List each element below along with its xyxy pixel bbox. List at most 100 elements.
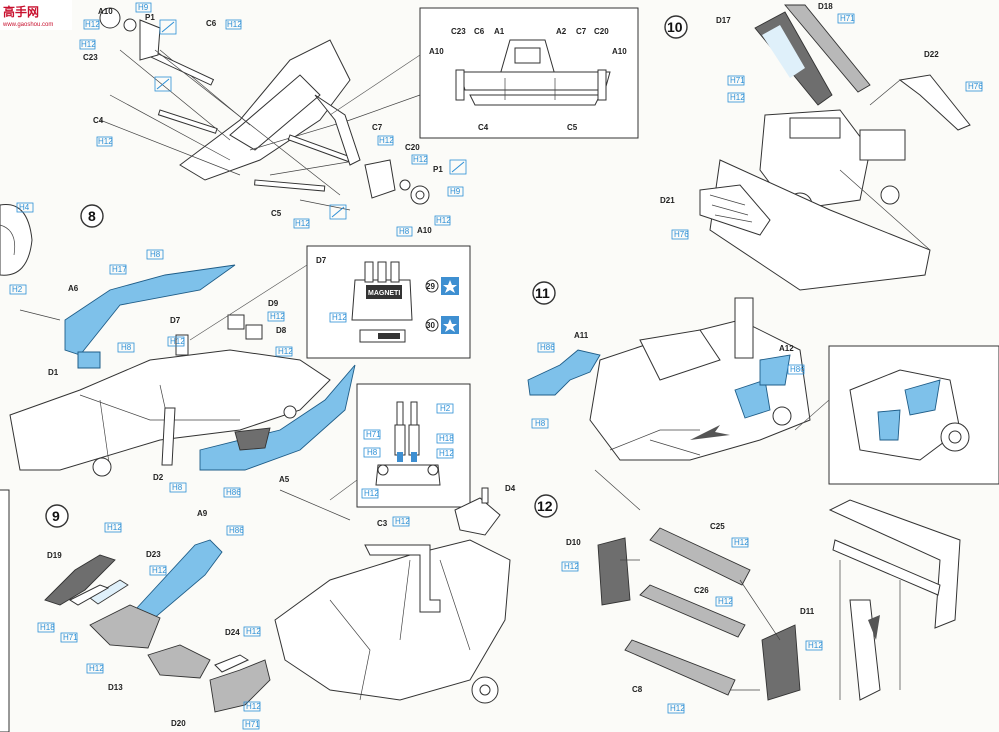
svg-text:30: 30 bbox=[426, 321, 435, 330]
svg-text:D19: D19 bbox=[47, 551, 62, 560]
svg-text:H86: H86 bbox=[540, 343, 555, 352]
svg-text:H4: H4 bbox=[19, 203, 30, 212]
svg-text:A9: A9 bbox=[197, 509, 208, 518]
label-C5: C5 bbox=[271, 209, 282, 218]
svg-text:H12: H12 bbox=[278, 347, 293, 356]
svg-text:D4: D4 bbox=[505, 484, 516, 493]
rear-detail-drawing bbox=[849, 369, 970, 461]
svg-text:H12: H12 bbox=[152, 566, 167, 575]
svg-text:H76: H76 bbox=[968, 82, 983, 91]
svg-text:H12: H12 bbox=[107, 523, 122, 532]
svg-text:D13: D13 bbox=[108, 683, 123, 692]
svg-text:H76: H76 bbox=[674, 230, 689, 239]
svg-text:H12: H12 bbox=[564, 562, 579, 571]
watermark-logo: 高手网 www.gaoshou.com bbox=[0, 0, 72, 30]
label-C20: C20 bbox=[405, 143, 420, 152]
svg-text:H71: H71 bbox=[840, 14, 855, 23]
step-8-number: 8 bbox=[88, 208, 96, 224]
logo-text: 高手网 bbox=[3, 4, 39, 19]
left-edge-panel bbox=[0, 489, 10, 732]
step-12-circle bbox=[534, 494, 558, 518]
star-icon-2 bbox=[443, 319, 457, 332]
logo-site: www.gaoshou.com bbox=[2, 22, 53, 28]
svg-text:H12: H12 bbox=[85, 20, 100, 29]
svg-text:H12: H12 bbox=[670, 704, 685, 713]
color-callouts-shocks: H2 H71 H18 H8 H12 H12 bbox=[361, 403, 454, 499]
svg-text:A2: A2 bbox=[556, 27, 567, 36]
svg-text:C7: C7 bbox=[576, 27, 587, 36]
step-9-circle bbox=[45, 504, 69, 528]
label-C6: C6 bbox=[206, 19, 217, 28]
svg-text:H12: H12 bbox=[246, 702, 261, 711]
step-8-circle bbox=[80, 204, 104, 228]
svg-text:H12: H12 bbox=[98, 137, 113, 146]
svg-text:C6: C6 bbox=[474, 27, 485, 36]
svg-text:C26: C26 bbox=[694, 586, 709, 595]
svg-text:H8: H8 bbox=[535, 419, 546, 428]
svg-text:C25: C25 bbox=[710, 522, 725, 531]
svg-text:C5: C5 bbox=[567, 123, 578, 132]
color-callouts-step-12: H12 H12 H12 H12 H12 bbox=[561, 537, 823, 714]
step-10-circle bbox=[664, 15, 688, 39]
step-10-number: 10 bbox=[667, 19, 683, 35]
svg-text:C3: C3 bbox=[377, 519, 388, 528]
svg-text:H8: H8 bbox=[399, 227, 410, 236]
svg-text:H8: H8 bbox=[150, 250, 161, 259]
svg-text:H12: H12 bbox=[246, 627, 261, 636]
svg-text:H12: H12 bbox=[270, 312, 285, 321]
svg-text:H71: H71 bbox=[245, 720, 260, 729]
svg-text:H9: H9 bbox=[450, 187, 461, 196]
color-callouts-step-9: H12 H86 H12 H18 H71 H12 H12 H12 H71 bbox=[37, 522, 261, 730]
svg-text:D23: D23 bbox=[146, 550, 161, 559]
svg-text:H2: H2 bbox=[12, 285, 23, 294]
step-12-wing-parts bbox=[597, 527, 801, 701]
svg-text:A10: A10 bbox=[429, 47, 444, 56]
svg-text:H12: H12 bbox=[718, 597, 733, 606]
svg-text:D24: D24 bbox=[225, 628, 240, 637]
step-11-number: 11 bbox=[535, 285, 550, 301]
svg-text:H12: H12 bbox=[413, 155, 428, 164]
ignition-box-drawing: MAGNETI bbox=[351, 261, 413, 343]
svg-text:H71: H71 bbox=[730, 76, 745, 85]
step-9-drawing bbox=[44, 539, 271, 713]
svg-text:H8: H8 bbox=[367, 448, 378, 457]
svg-text:D9: D9 bbox=[268, 299, 279, 308]
svg-text:H12: H12 bbox=[436, 216, 451, 225]
label-A10-right: A10 bbox=[417, 226, 432, 235]
label-C23: C23 bbox=[83, 53, 98, 62]
svg-text:H9: H9 bbox=[138, 3, 149, 12]
star-icon bbox=[443, 280, 457, 293]
svg-text:H12: H12 bbox=[89, 664, 104, 673]
front-suspension-drawing bbox=[99, 7, 430, 211]
svg-text:H18: H18 bbox=[439, 434, 454, 443]
svg-text:H8: H8 bbox=[172, 483, 183, 492]
svg-text:A12: A12 bbox=[779, 344, 794, 353]
label-P1: P1 bbox=[145, 13, 155, 22]
svg-text:H12: H12 bbox=[227, 20, 242, 29]
svg-text:H12: H12 bbox=[170, 337, 185, 346]
svg-text:D10: D10 bbox=[566, 538, 581, 547]
step-10-engine-drawing bbox=[699, 4, 971, 291]
label-P1-right: P1 bbox=[433, 165, 443, 174]
front-view-drawing bbox=[455, 39, 611, 106]
svg-text:A11: A11 bbox=[574, 331, 589, 340]
svg-text:A1: A1 bbox=[494, 27, 505, 36]
svg-text:D17: D17 bbox=[716, 16, 731, 25]
color-callouts-top-left: H9 H12 H12 H12 H12 H12 H12 H9 H12 H8 H12 bbox=[79, 2, 467, 237]
svg-text:C20: C20 bbox=[594, 27, 609, 36]
rear-body-drawing bbox=[274, 487, 511, 704]
svg-text:D7: D7 bbox=[316, 256, 327, 265]
svg-text:H12: H12 bbox=[295, 219, 310, 228]
svg-text:C4: C4 bbox=[478, 123, 489, 132]
svg-text:H12: H12 bbox=[81, 40, 96, 49]
svg-text:29: 29 bbox=[426, 282, 435, 291]
svg-text:D7: D7 bbox=[170, 316, 181, 325]
step-8-body-drawing bbox=[9, 264, 356, 477]
svg-text:H71: H71 bbox=[366, 430, 381, 439]
shock-absorbers-drawing bbox=[375, 401, 441, 486]
step-11-drawing bbox=[527, 297, 811, 511]
color-callouts-step-8: H8 H17 H8 H12 H12 H12 H8 H86 bbox=[109, 249, 293, 498]
svg-text:H12: H12 bbox=[332, 313, 347, 322]
svg-text:D11: D11 bbox=[800, 607, 815, 616]
